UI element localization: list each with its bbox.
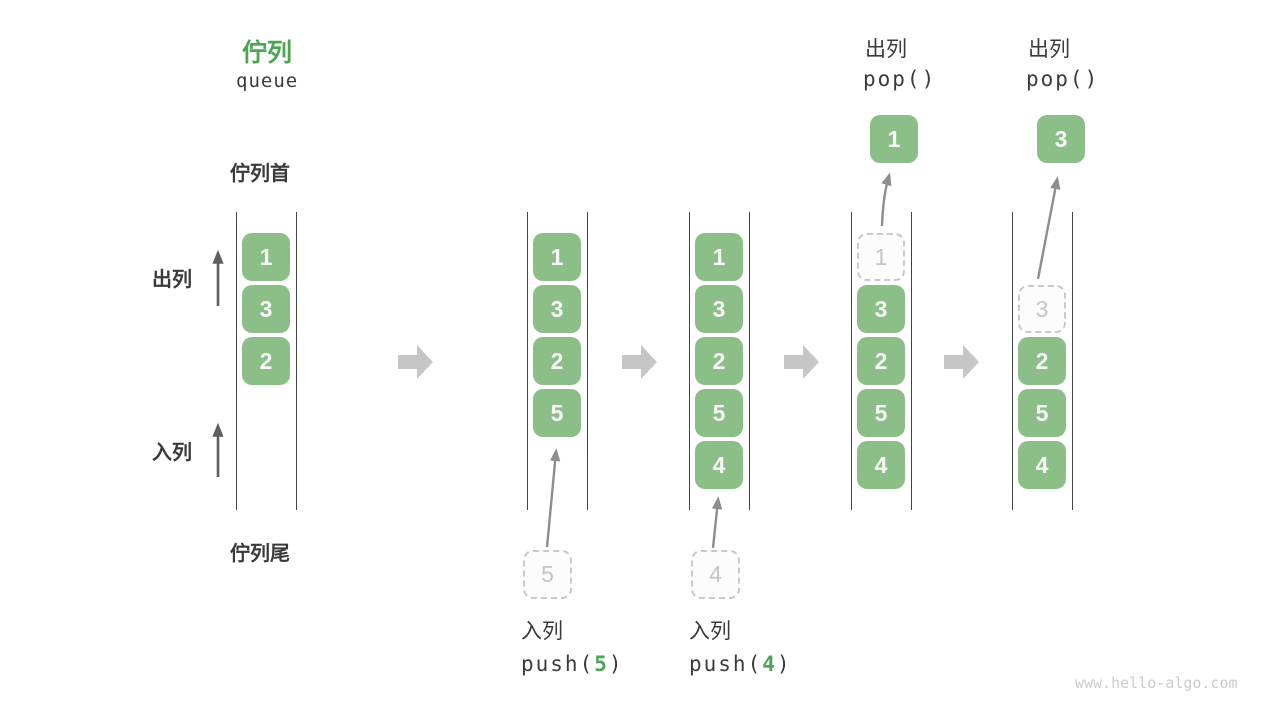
queue-cell: 2 — [857, 337, 905, 385]
code-close: ) — [608, 652, 624, 676]
dequeue-op-code: pop() — [1026, 67, 1100, 91]
queue-cell: 1 — [242, 233, 290, 281]
flow-arrow-icon — [398, 345, 433, 379]
popped-value-box: 1 — [870, 115, 918, 163]
queue-cell: 3 — [242, 285, 290, 333]
queue-cell: 3 — [695, 285, 743, 333]
label-enqueue: 入列 — [152, 442, 192, 464]
queue-cell-ghost: 3 — [1018, 285, 1066, 333]
queue-state-4: 1 3 2 5 4 — [851, 212, 912, 510]
label-queue-front: 佇列首 — [230, 163, 290, 185]
flow-arrow-icon — [622, 345, 657, 379]
queue-state-2: 1 3 2 5 — [527, 212, 588, 510]
queue-cell: 5 — [533, 389, 581, 437]
enqueue-op-code: push(4) — [689, 652, 792, 676]
label-queue-rear: 佇列尾 — [230, 543, 290, 565]
code-close: ) — [776, 652, 792, 676]
queue-cell: 4 — [1018, 441, 1066, 489]
code-arg: 4 — [762, 652, 777, 676]
label-dequeue: 出列 — [152, 269, 192, 291]
enqueue-op-label: 入列 — [521, 620, 563, 643]
queue-cell: 5 — [857, 389, 905, 437]
queue-cell: 2 — [695, 337, 743, 385]
flow-arrow-icon — [944, 345, 979, 379]
popped-value-box: 3 — [1037, 115, 1085, 163]
page-title: 佇列 — [242, 39, 293, 67]
queue-cell: 4 — [857, 441, 905, 489]
staged-value-box: 5 — [523, 550, 572, 599]
queue-cell-ghost: 1 — [857, 233, 905, 281]
code-arg: 5 — [594, 652, 609, 676]
queue-cell: 3 — [857, 285, 905, 333]
queue-state-3: 1 3 2 5 4 — [689, 212, 750, 510]
queue-cell: 4 — [695, 441, 743, 489]
flow-arrow-icon — [784, 345, 819, 379]
enqueue-op-code: push(5) — [521, 652, 624, 676]
queue-cell: 3 — [533, 285, 581, 333]
queue-cell: 1 — [695, 233, 743, 281]
queue-cell: 5 — [1018, 389, 1066, 437]
staged-value-box: 4 — [691, 550, 740, 599]
queue-cell: 2 — [242, 337, 290, 385]
dequeue-op-code: pop() — [863, 67, 937, 91]
code-fn: push( — [689, 652, 763, 676]
watermark: www.hello-algo.com — [1075, 674, 1238, 692]
page-subtitle: queue — [236, 70, 299, 92]
queue-cell: 2 — [533, 337, 581, 385]
queue-cell: 2 — [1018, 337, 1066, 385]
enqueue-op-label: 入列 — [689, 620, 731, 643]
dequeue-op-label: 出列 — [1028, 38, 1070, 61]
queue-state-5: 3 2 5 4 — [1012, 212, 1073, 510]
dequeue-op-label: 出列 — [865, 38, 907, 61]
queue-cell: 1 — [533, 233, 581, 281]
code-fn: push( — [521, 652, 595, 676]
queue-state-1: 1 3 2 — [236, 212, 297, 510]
queue-cell: 5 — [695, 389, 743, 437]
